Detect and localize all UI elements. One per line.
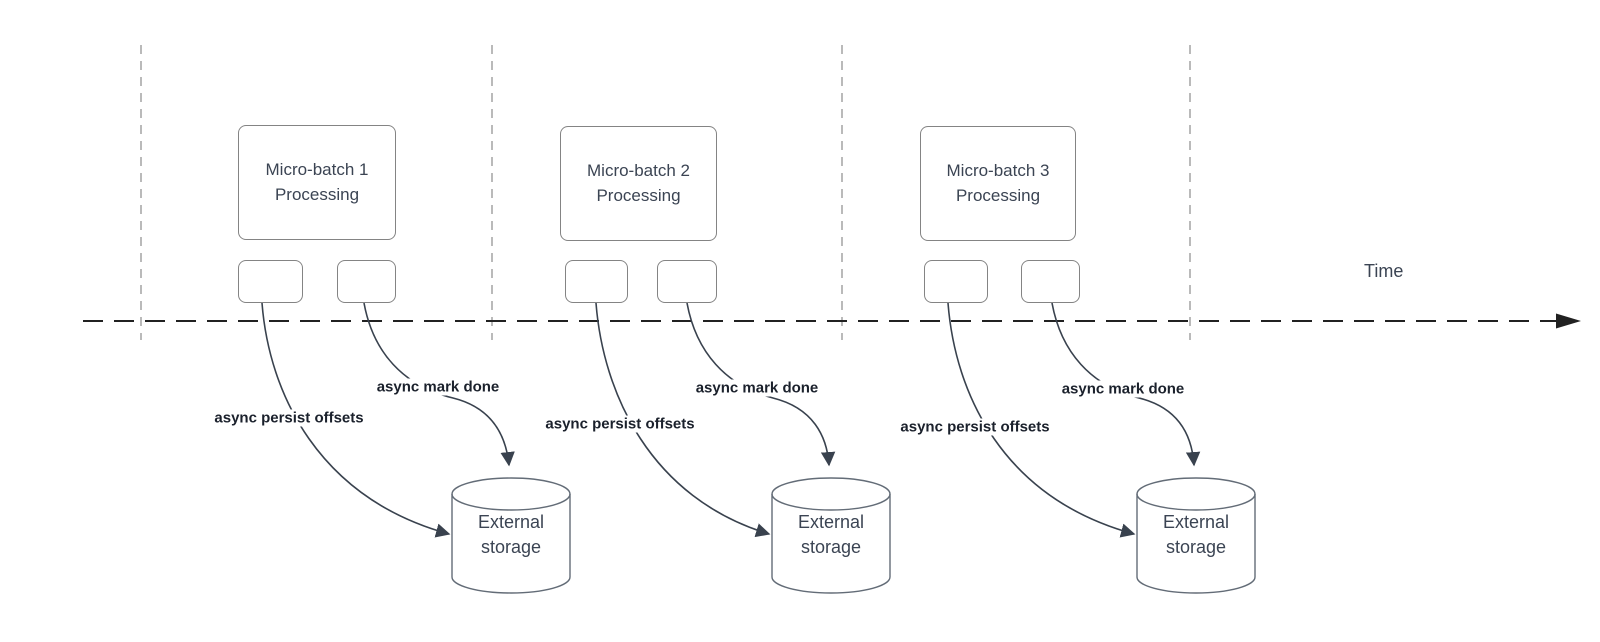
async-mark-done-arrow-3 [1051, 302, 1201, 467]
async-mark-done-label-2: async mark done [692, 379, 822, 397]
async-persist-offsets-label-1: async persist offsets [211, 409, 367, 427]
mark-done-node-2 [657, 260, 717, 303]
async-persist-offsets-arrow-1 [261, 302, 451, 538]
persist-offsets-node-3 [924, 260, 988, 303]
mark-done-node-3 [1021, 260, 1080, 303]
micro-batch-2-processing-box: Micro-batch 2 Processing [560, 126, 717, 241]
micro-batch-3-processing-box: Micro-batch 3 Processing [920, 126, 1076, 241]
micro-batch-1-processing-box: Micro-batch 1 Processing [238, 125, 396, 240]
time-axis-arrowhead-icon [1556, 313, 1581, 329]
async-mark-done-label-1: async mark done [373, 378, 503, 396]
time-axis-label: Time [1364, 261, 1404, 281]
async-persist-offsets-label-3: async persist offsets [897, 418, 1053, 436]
external-storage-cylinder-2 [771, 477, 891, 594]
async-persist-offsets-arrow-3 [947, 302, 1136, 538]
persist-offsets-node-1 [238, 260, 303, 303]
external-storage-label-1: External storage [477, 512, 545, 558]
persist-offsets-node-2 [565, 260, 628, 303]
external-storage-label-2: External storage [797, 512, 865, 558]
async-persist-offsets-arrow-2 [595, 302, 771, 538]
mark-done-node-1 [337, 260, 396, 303]
external-storage-label-3: External storage [1162, 512, 1230, 558]
async-mark-done-arrow-2 [686, 302, 836, 467]
async-mark-done-label-3: async mark done [1058, 380, 1188, 398]
external-storage-cylinder-3 [1136, 477, 1256, 594]
external-storage-cylinder-1 [451, 477, 571, 594]
async-persist-offsets-label-2: async persist offsets [542, 415, 698, 433]
async-mark-done-arrow-1 [363, 302, 515, 467]
